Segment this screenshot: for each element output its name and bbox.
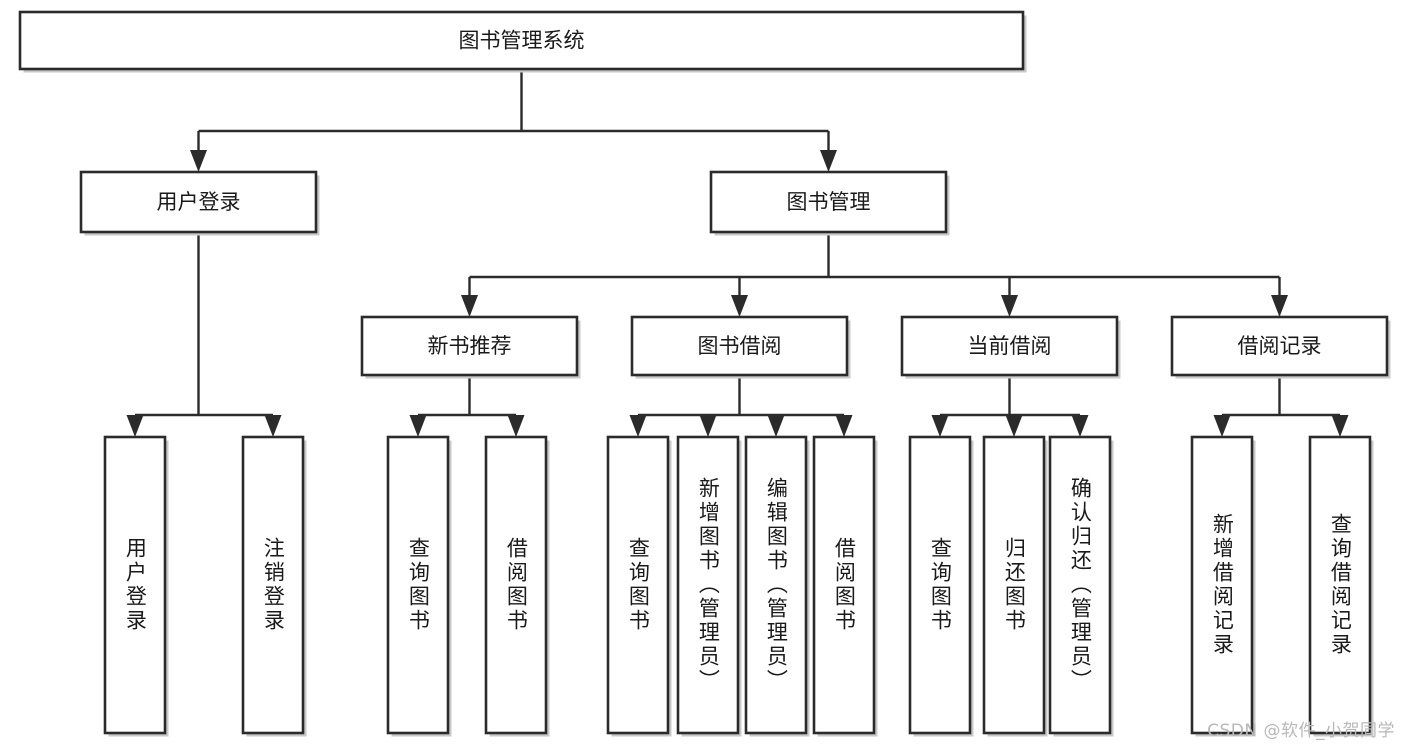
arrow-to-leaf-query-book-1 [409,415,427,437]
arrow-to-book-borrow [731,295,748,317]
node-borrow-record-label: 借阅记录 [1238,334,1322,358]
connectors-layer [126,69,1349,437]
arrow-to-leaf-confirm-return [1071,415,1089,437]
node-user-login-label: 用户登录 [157,190,241,214]
arrow-to-leaf-query-book-3 [931,415,949,437]
node-leaf-user-login[interactable] [103,435,169,737]
arrow-to-leaf-user-login [126,415,144,437]
arrow-to-leaf-add-record [1213,415,1231,437]
arrow-to-current-borrow [1001,295,1018,317]
node-leaf-edit-book-admin[interactable] [744,435,810,737]
node-borrow-record[interactable]: 借阅记录 [1170,315,1391,379]
node-leaf-confirm-return[interactable] [1048,435,1114,737]
arrow-to-leaf-query-book-2 [629,415,647,437]
node-leaf-return-book[interactable] [982,435,1048,737]
node-leaf-user-logout[interactable] [241,435,307,737]
node-leaf-borrow-book-1[interactable] [484,435,550,737]
node-leaf-add-book-admin[interactable] [676,435,742,737]
node-leaf-borrow-book-2[interactable] [812,435,878,737]
node-leaf-query-book-1[interactable] [386,435,452,737]
arrow-to-new-book-recommend [461,295,478,317]
arrow-to-book-manage [820,150,837,172]
node-current-borrow-label: 当前借阅 [968,334,1052,358]
watermark: CSDN @软件_小贺同学 [1207,721,1395,741]
node-current-borrow[interactable]: 当前借阅 [900,315,1121,379]
node-book-borrow[interactable]: 图书借阅 [630,315,851,379]
node-book-manage-label: 图书管理 [787,190,871,214]
node-leaf-query-book-2[interactable] [606,435,672,737]
node-new-book-recommend-label: 新书推荐 [428,334,512,358]
node-book-manage[interactable]: 图书管理 [709,170,950,236]
node-root-title-label: 图书管理系统 [459,29,585,53]
node-new-book-recommend[interactable]: 新书推荐 [360,315,581,379]
arrow-to-user-login [190,150,207,172]
arrow-to-leaf-edit-book-admin [767,415,785,437]
arrow-to-borrow-record [1271,295,1288,317]
node-root-title[interactable]: 图书管理系统 [18,10,1027,73]
arrow-to-leaf-user-logout [264,415,282,437]
node-leaf-query-record[interactable] [1308,435,1374,737]
arrow-to-leaf-return-book [1005,415,1023,437]
arrow-to-leaf-borrow-book-2 [835,415,853,437]
node-user-login[interactable]: 用户登录 [79,170,320,236]
node-leaf-add-record[interactable] [1190,435,1256,737]
arrow-to-leaf-query-record [1331,415,1349,437]
node-leaf-query-book-3[interactable] [908,435,974,737]
node-book-borrow-label: 图书借阅 [698,334,782,358]
arrow-to-leaf-add-book-admin [699,415,717,437]
arrow-to-leaf-borrow-book-1 [507,415,525,437]
